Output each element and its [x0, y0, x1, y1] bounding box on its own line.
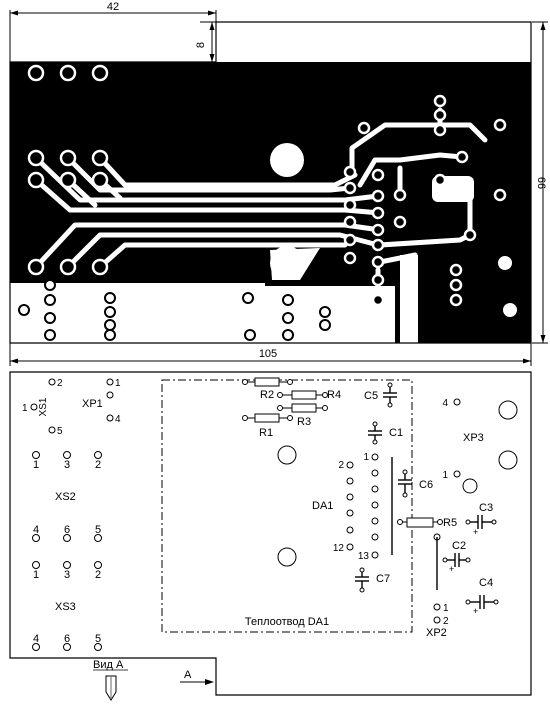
- xs1-label: XS1: [38, 397, 49, 416]
- xs2-label: XS2: [55, 491, 76, 503]
- c3-label: C3: [479, 502, 493, 514]
- arrow-a-head-icon: [205, 679, 214, 685]
- dim-66-label: 66: [535, 177, 547, 189]
- pads-top: [27, 64, 507, 307]
- view-a-label: Вид А: [93, 659, 124, 671]
- xs3-label: XS3: [55, 601, 76, 613]
- xs3-pin6-label: 6: [64, 633, 70, 645]
- xp2-pin2-label: 2: [443, 616, 449, 627]
- xs2-pin3-label: 3: [64, 459, 70, 471]
- resistors: [245, 377, 440, 528]
- xp2-label: XP2: [426, 627, 447, 639]
- r3-label: R3: [297, 416, 311, 428]
- board-outline-bottom: [9, 371, 532, 696]
- arrow-a-label: A: [184, 669, 192, 681]
- xp1-label: XP1: [82, 398, 103, 410]
- heatsink-outline: [161, 379, 413, 633]
- r2-label: R2: [260, 389, 274, 401]
- xs2-pin1-label: 1: [33, 459, 39, 471]
- c2-plus: +: [449, 564, 454, 574]
- dim-8-label: 8: [195, 42, 207, 48]
- r5-label: R5: [443, 517, 457, 529]
- xs1-pin2-label: 2: [57, 378, 63, 389]
- da1-pin1-label: 1: [363, 452, 369, 463]
- xs2-pin5-label: 5: [95, 524, 101, 536]
- xs3-pin2-label: 2: [95, 569, 101, 581]
- r4-label: R4: [327, 389, 341, 401]
- da1-pin12-label: 12: [333, 543, 345, 554]
- xs2-pin4-label: 4: [33, 524, 39, 536]
- c3-plus: +: [473, 527, 478, 537]
- pads-top-large-holes: [278, 151, 296, 272]
- xp3-pin1-label: 1: [442, 470, 448, 481]
- dim-42-label: 42: [107, 1, 119, 13]
- xp2-pin1-label: 1: [443, 603, 449, 614]
- resistor-ends: [242, 379, 443, 525]
- c4-label: C4: [479, 577, 493, 589]
- xs3-pin5-label: 5: [95, 633, 101, 645]
- capacitor-ends: [359, 382, 499, 605]
- heatsink-label: Теплоотвод DA1: [245, 616, 329, 628]
- c7-label: C7: [376, 573, 390, 585]
- xs3-pin4-label: 4: [33, 633, 39, 645]
- xp3-label: XP3: [463, 432, 484, 444]
- pads-lower-area: [18, 279, 331, 341]
- da1-pin13-label: 13: [358, 551, 370, 562]
- c5-label: C5: [364, 390, 378, 402]
- xs1-pin1-label: 1: [22, 403, 28, 414]
- xs3-pin1-label: 1: [33, 569, 39, 581]
- xs2-pin6-label: 6: [64, 524, 70, 536]
- holes-bottom: [30, 378, 518, 651]
- da1-label: DA1: [312, 500, 333, 512]
- xs3-pin3-label: 3: [64, 569, 70, 581]
- da1-pin2-label: 2: [338, 460, 344, 471]
- c6-label: C6: [419, 479, 433, 491]
- c4-plus: +: [473, 606, 478, 616]
- r1-label: R1: [259, 427, 273, 439]
- xs1-pin5-label: 5: [57, 426, 63, 437]
- xp1-pin4-label: 4: [115, 414, 121, 425]
- c1-label: C1: [389, 427, 403, 439]
- c2-label: C2: [452, 540, 466, 552]
- xp1-pin1-label: 1: [115, 378, 121, 389]
- xp3-pin4-label: 4: [442, 398, 448, 409]
- xs2-pin2-label: 2: [95, 459, 101, 471]
- dim-105-label: 105: [259, 348, 277, 360]
- dimension-arrows: [10, 10, 546, 364]
